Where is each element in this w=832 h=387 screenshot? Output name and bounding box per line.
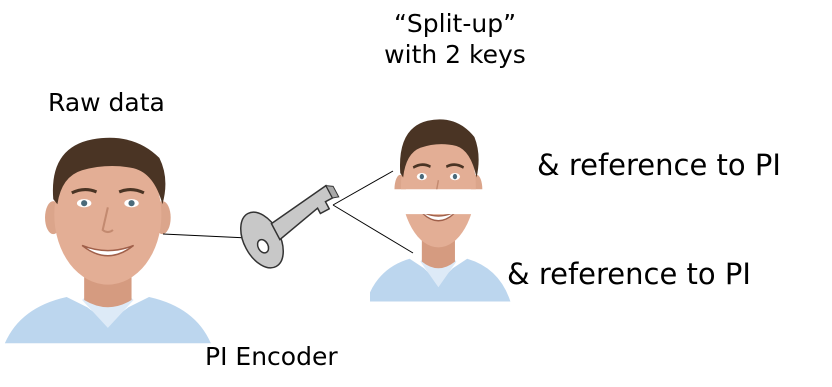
- reference-label-bottom: & reference to PI: [507, 257, 751, 291]
- split-up-label-line2: with 2 keys: [384, 40, 526, 69]
- raw-data-photo: [3, 136, 213, 345]
- key-icon: [240, 184, 340, 269]
- reference-label-top: & reference to PI: [537, 148, 781, 182]
- connector-line-key-to-bottom: [332, 204, 414, 254]
- split-up-label-line1: “Split-up”: [393, 9, 517, 38]
- connector-line-photo-to-key: [162, 233, 249, 239]
- split-up-label: “Split-up” with 2 keys: [360, 8, 550, 70]
- connector-line-key-to-top: [332, 170, 394, 206]
- pi-encoder-label: PI Encoder: [205, 342, 338, 371]
- raw-data-label: Raw data: [48, 88, 165, 117]
